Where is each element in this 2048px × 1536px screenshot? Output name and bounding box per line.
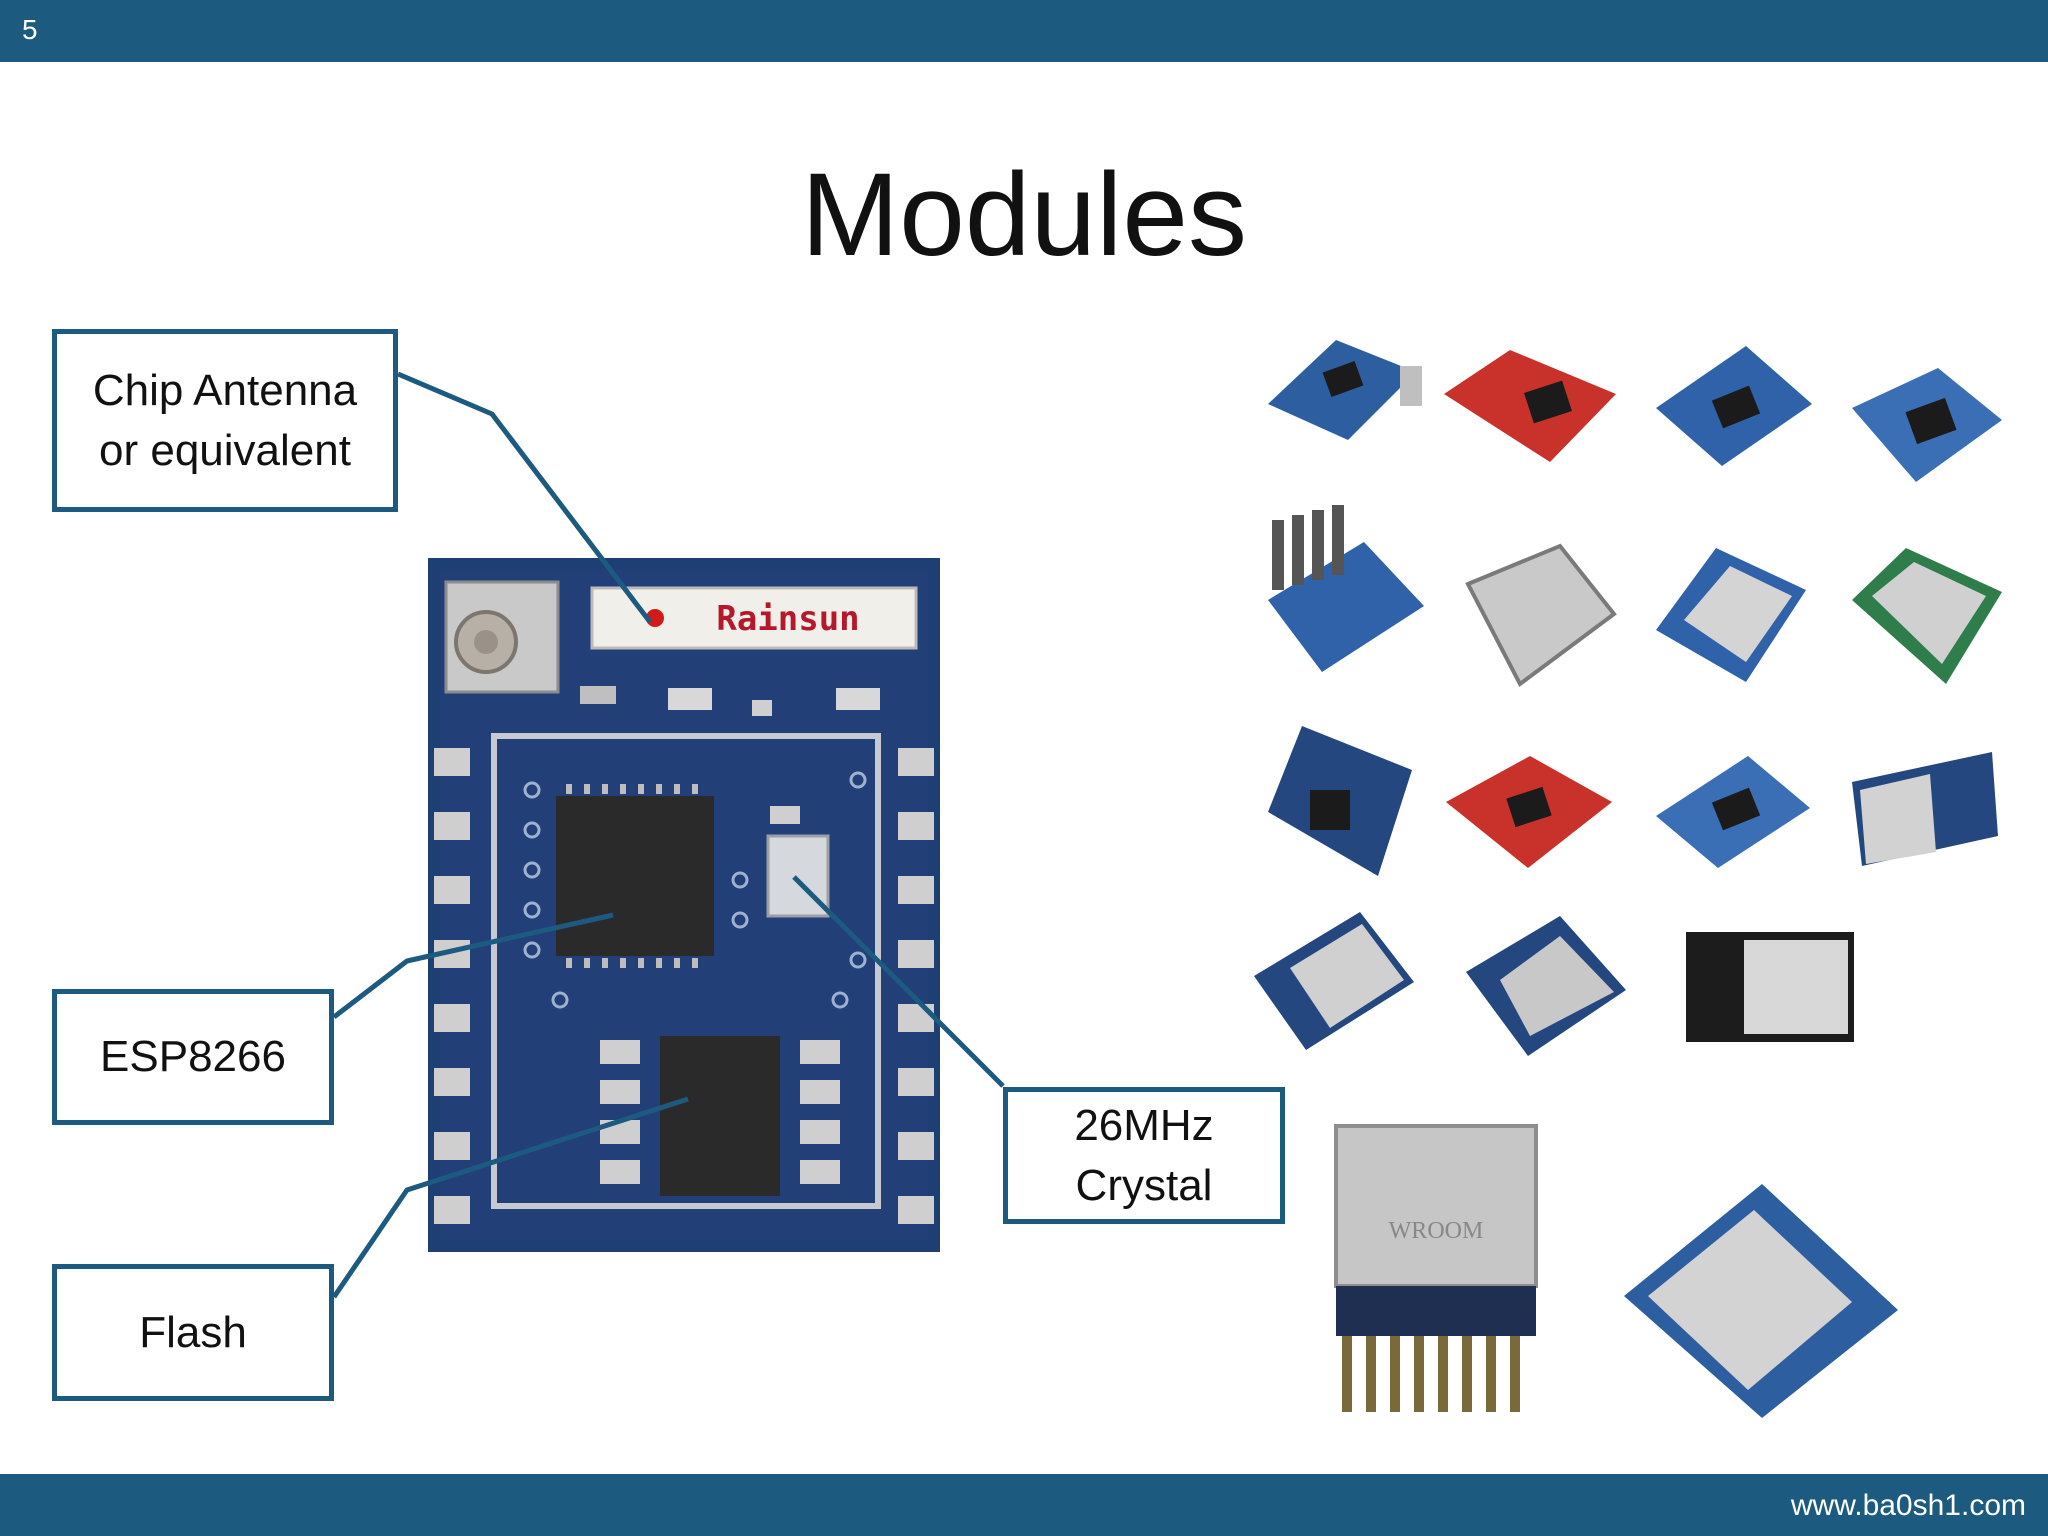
flash-connector-line	[331, 1096, 689, 1299]
module-photo-esp12-blue-b	[1852, 368, 2002, 482]
wroom-label: WROOM	[1389, 1218, 1484, 1244]
module-photo-esp32-devkit	[1268, 726, 1412, 876]
module-photo-esp12-blue-a	[1656, 346, 1812, 466]
top-bar: 5	[0, 0, 2048, 62]
footer-url: www.ba0sh1.com	[1790, 1489, 2026, 1522]
antenna-connector-line	[397, 371, 652, 624]
module-photo-esp12-front	[1686, 932, 1854, 1042]
bottom-bar: www.ba0sh1.com	[0, 1474, 2048, 1536]
esp8266-callout: ESP8266	[52, 989, 334, 1125]
crystal-connector-line	[792, 875, 1005, 1088]
antenna-chip-label: Rainsun	[716, 599, 859, 639]
module-photo-headers	[1268, 505, 1424, 672]
module-photo-esp05-red-b	[1446, 756, 1612, 868]
esp-module-photo: Rainsun	[428, 558, 940, 1252]
module-photo-esp12-shield-b	[1852, 752, 1998, 866]
slide-title: Modules	[800, 149, 1247, 281]
module-photo-esp12e-b	[1466, 916, 1626, 1056]
crystal-callout: 26MHz Crystal	[1003, 1087, 1285, 1224]
module-photo-esp12e-a	[1254, 912, 1414, 1050]
esp-connector-line	[332, 912, 614, 1019]
module-photo-esp01	[1268, 340, 1422, 440]
module-photo-shielded-a	[1465, 543, 1617, 688]
flash-callout: Flash	[52, 1264, 334, 1401]
module-photo-wroom: WROOM	[1334, 1124, 1538, 1412]
module-photo-green	[1852, 548, 2002, 684]
slide-number: 5	[22, 14, 38, 45]
module-photo-esp08	[1656, 548, 1806, 682]
module-photo-esp05-red	[1444, 350, 1616, 462]
module-photo-grid: WROOM	[1254, 340, 2002, 1418]
callout-connectors	[331, 371, 1005, 1299]
module-photo-esp12-blue-c	[1656, 756, 1810, 868]
module-photo-esp32-wroom	[1624, 1184, 1898, 1418]
chip-antenna-callout: Chip Antenna or equivalent	[52, 329, 398, 512]
